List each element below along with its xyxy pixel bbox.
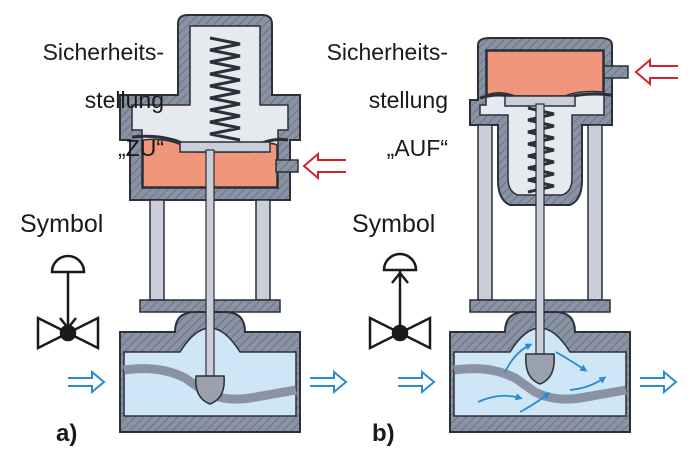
actuator-housing-a xyxy=(119,14,301,201)
safety-line-3-a: „ZU“ xyxy=(118,135,164,161)
flow-in-arrow-b xyxy=(398,369,436,395)
safety-line-1-b: Sicherheits- xyxy=(326,39,448,65)
actuator-housing-b xyxy=(469,37,629,206)
flow-out-arrow-a xyxy=(310,369,348,395)
valve-plug-a xyxy=(195,375,225,405)
valve-b xyxy=(368,37,678,433)
air-inlet-arrow-a xyxy=(302,151,346,181)
flow-swirl-arrows-b xyxy=(477,343,607,413)
valve-body-a xyxy=(119,149,301,433)
safety-line-1-a: Sicherheits- xyxy=(42,39,164,65)
flow-in-arrow-a xyxy=(68,369,106,395)
valve-symbol-b xyxy=(368,252,432,351)
safety-position-label-b: Sicherheits- stellung „AUF“ xyxy=(306,16,448,184)
safety-position-label-a: Sicherheits- stellung „ZU“ xyxy=(14,16,164,184)
safety-line-2-b: stellung xyxy=(368,87,448,113)
valve-stem-a xyxy=(205,149,215,377)
symbol-label-b: Symbol xyxy=(352,210,436,238)
panel-letter-b: b) xyxy=(372,420,395,447)
valve-symbol-a xyxy=(36,254,100,351)
valve-plug-b xyxy=(525,353,555,385)
valve-a xyxy=(36,14,348,433)
spring-a xyxy=(209,36,241,142)
valve-stem-b xyxy=(535,103,545,355)
panel-letter-a: a) xyxy=(56,420,78,447)
safety-line-3-b: „AUF“ xyxy=(386,135,448,161)
yoke-a xyxy=(139,199,281,313)
safety-line-2-a: stellung xyxy=(84,87,164,113)
air-inlet-arrow-b xyxy=(634,57,678,87)
flow-out-arrow-b xyxy=(640,369,678,395)
valve-body-b xyxy=(449,103,631,433)
symbol-label-a: Symbol xyxy=(20,210,104,238)
air-chamber-b xyxy=(486,50,604,97)
